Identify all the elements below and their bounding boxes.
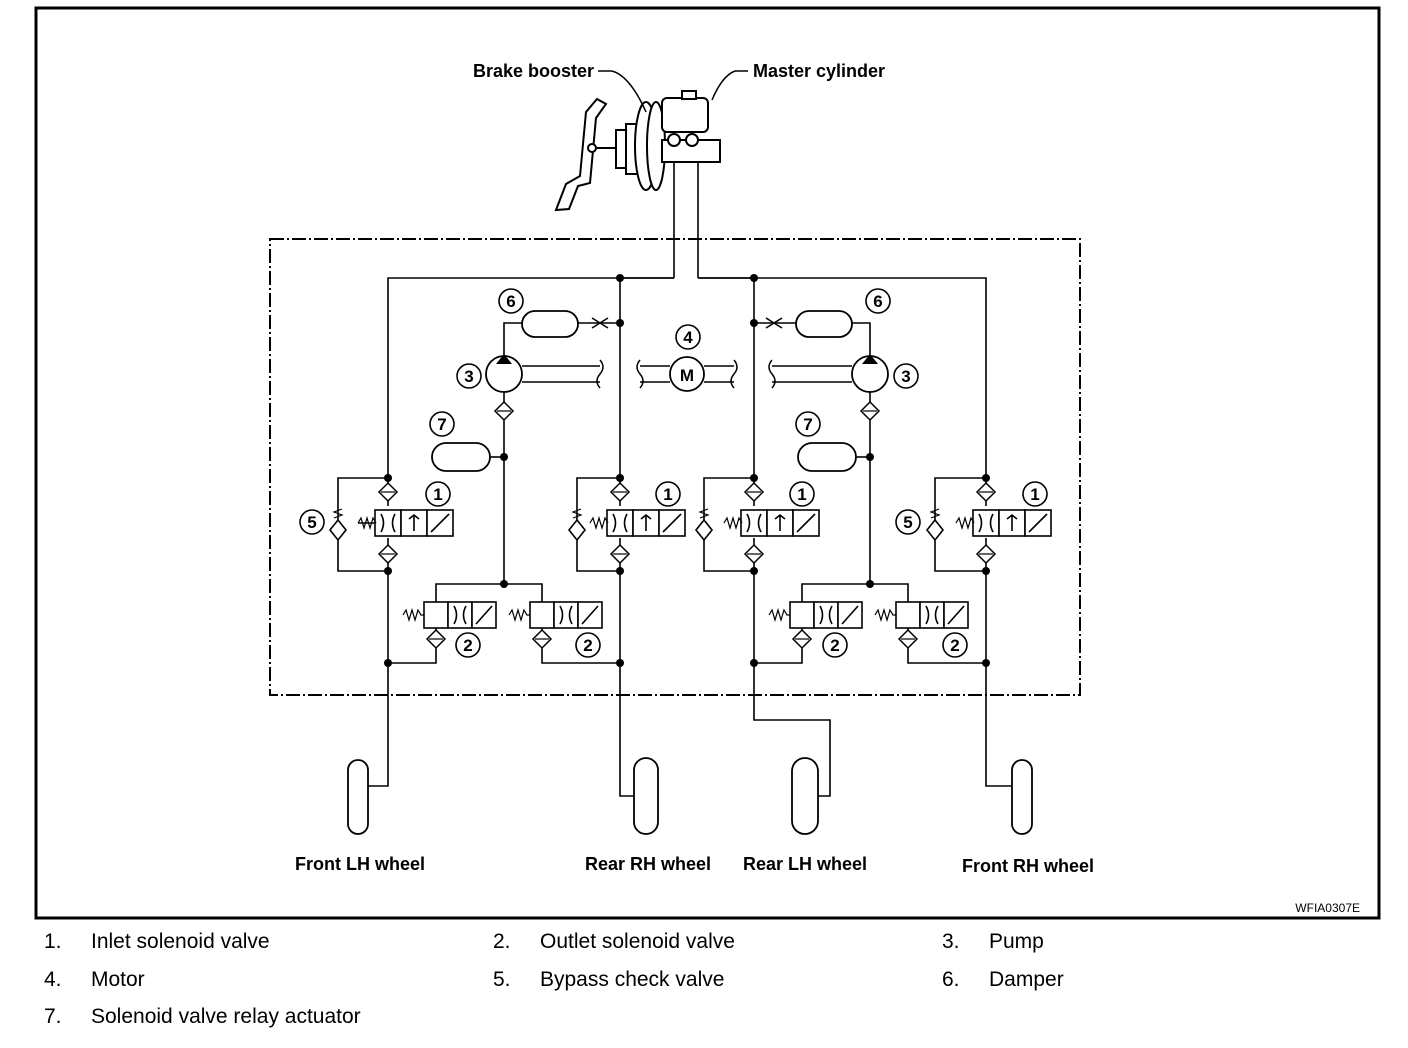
callout-bypass-right: 5: [903, 513, 912, 532]
rear-rh-wheel-label: Rear RH wheel: [585, 854, 711, 874]
legend-text: Inlet solenoid valve: [91, 930, 270, 953]
callout-outlet-rear-rh: 2: [583, 636, 592, 655]
legend-number: 7.: [44, 1005, 62, 1028]
callout-damper-left: 6: [506, 292, 515, 311]
legend-text: Damper: [989, 968, 1064, 991]
callout-motor: 4: [683, 328, 693, 347]
callout-relay-left: 7: [437, 415, 446, 434]
callout-outlet-front-lh: 2: [463, 636, 472, 655]
inlet-valve-rear-lh: [723, 509, 820, 537]
callout-circles: [299, 288, 1048, 658]
callout-inlet-front-rh: 1: [1030, 485, 1039, 504]
front-rh-wheel-tire: [1011, 759, 1033, 835]
legend-number: 2.: [493, 930, 511, 953]
shaft-break-marks: [596, 359, 776, 389]
outlet-valve-rear-rh: [508, 601, 603, 629]
damper-right: [795, 310, 853, 338]
legend-text: Solenoid valve relay actuator: [91, 1005, 361, 1028]
brake-booster-label: Brake booster: [473, 61, 594, 81]
master-cylinder: [661, 90, 721, 163]
callout-relay-right: 7: [803, 415, 812, 434]
wheel-shapes: [347, 757, 1033, 835]
callout-inlet-front-lh: 1: [433, 485, 442, 504]
callout-bypass-left: 5: [307, 513, 316, 532]
bypass-check-valves: [328, 508, 945, 542]
legend-number: 5.: [493, 968, 511, 991]
pipes: [337, 277, 1012, 797]
outlet-valve-rear-lh: [768, 601, 863, 629]
rear-rh-wheel-tire: [633, 757, 659, 835]
legend-number: 3.: [942, 930, 960, 953]
damper-left: [521, 310, 579, 338]
legend-number: 6.: [942, 968, 960, 991]
booster-leader-curve: [611, 70, 647, 113]
figure-code: WFIA0307E: [1295, 901, 1360, 915]
legend-text: Outlet solenoid valve: [540, 930, 735, 953]
legend-number: 1.: [44, 930, 62, 953]
brake-pedal-assembly: [554, 97, 618, 212]
brake-booster: [615, 101, 666, 191]
relay-actuator-right: [797, 442, 857, 472]
rear-lh-wheel-label: Rear LH wheel: [743, 854, 867, 874]
rear-lh-wheel-tire: [791, 757, 819, 835]
front-lh-wheel-label: Front LH wheel: [295, 854, 425, 874]
inlet-valve-front-lh: [357, 509, 454, 537]
motor: [669, 356, 705, 392]
front-lh-wheel-tire: [347, 759, 369, 835]
inlet-valve-rear-rh: [589, 509, 686, 537]
callout-inlet-rear-lh: 1: [797, 485, 806, 504]
actuator-housing: [269, 238, 1081, 696]
legend-text: Motor: [91, 968, 145, 991]
legend-number: 4.: [44, 968, 62, 991]
pump-left: [485, 354, 523, 393]
callout-pump-left: 3: [464, 367, 473, 386]
outlet-valve-front-lh: [402, 601, 497, 629]
relay-actuator-left: [431, 442, 491, 472]
callout-outlet-rear-lh: 2: [830, 636, 839, 655]
callout-numbers: 6 6 4 3 3 7 7 1 1 1 1 5 5 2 2 2 2: [307, 292, 1039, 655]
figure-frame: [34, 6, 1381, 920]
legend-text: Pump: [989, 930, 1044, 953]
junction-dots: [384, 274, 990, 667]
pump-right: [851, 354, 889, 393]
legend-text: Bypass check valve: [540, 968, 725, 991]
callout-inlet-rear-rh: 1: [663, 485, 672, 504]
master-cylinder-label: Master cylinder: [753, 61, 885, 81]
callout-outlet-front-rh: 2: [950, 636, 959, 655]
callout-pump-right: 3: [901, 367, 910, 386]
master-cylinder-outlet-lines: [673, 162, 699, 278]
front-rh-wheel-label: Front RH wheel: [962, 856, 1094, 876]
motor-symbol: M: [680, 366, 694, 385]
outlet-valve-front-rh: [874, 601, 969, 629]
inlet-valve-front-rh: [955, 509, 1052, 537]
callout-damper-right: 6: [873, 292, 882, 311]
orifice-marks: [591, 317, 783, 329]
master-cylinder-leader-curve: [711, 70, 736, 101]
